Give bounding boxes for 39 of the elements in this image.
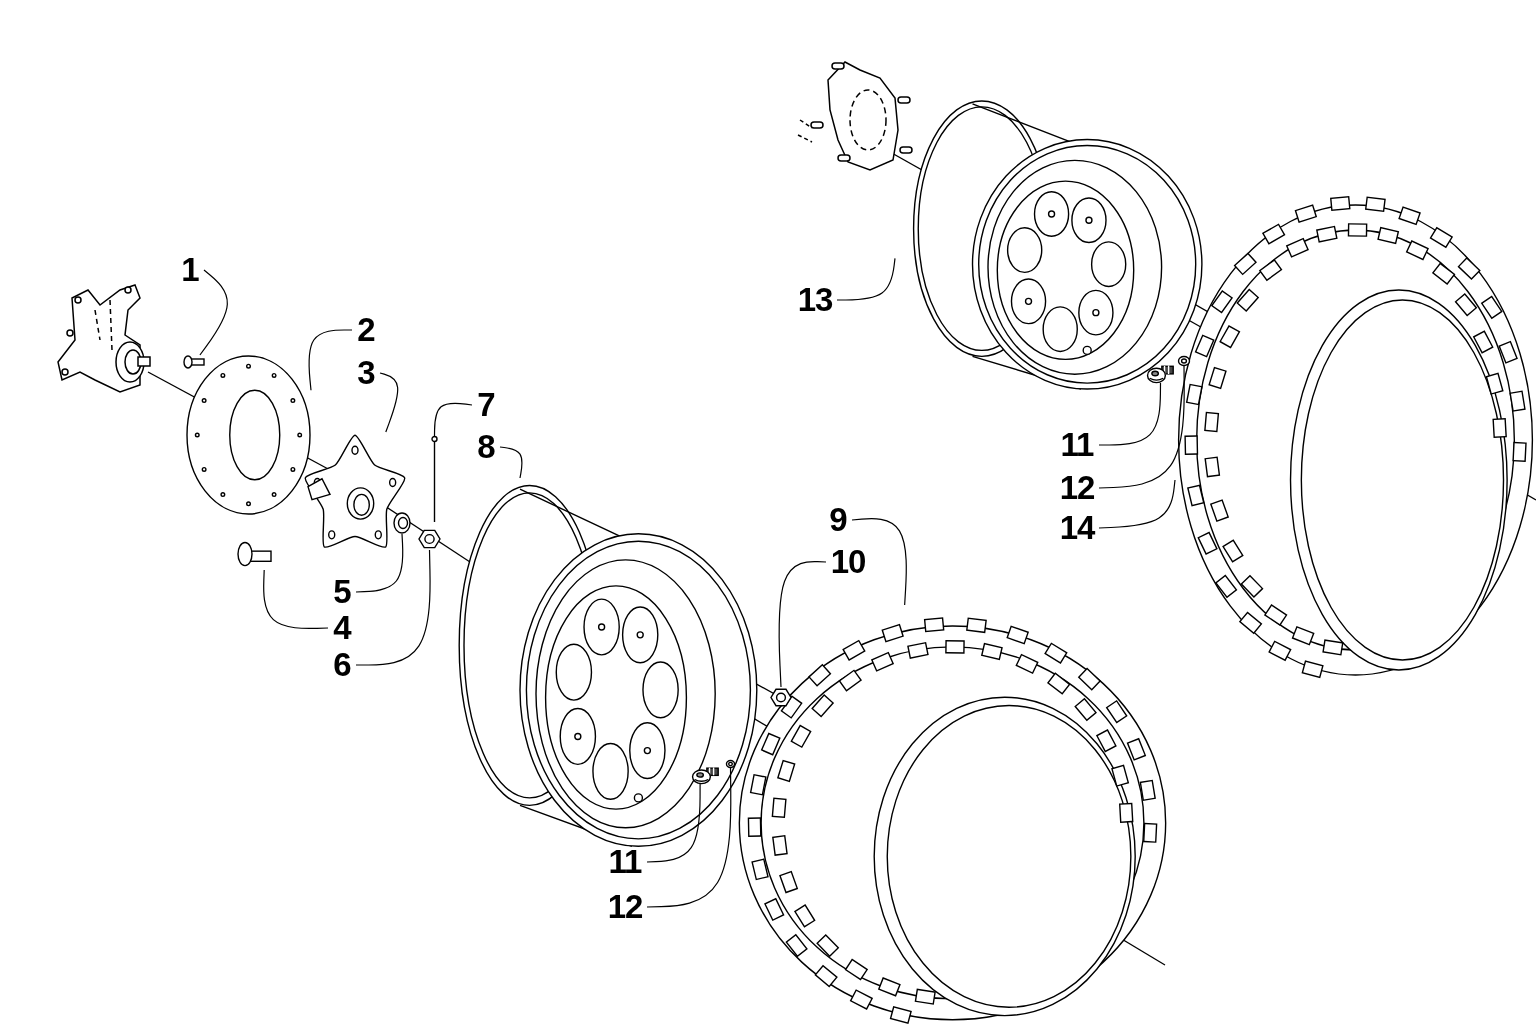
brake-disc-drawing	[186, 355, 311, 515]
callout-number: 11	[603, 842, 647, 882]
lug-nut-drawing	[770, 687, 792, 708]
leader-line	[499, 446, 523, 479]
leader-line	[308, 329, 353, 391]
callout-number: 12	[1055, 468, 1099, 508]
washer-drawing	[393, 512, 411, 534]
leader-line	[1098, 479, 1176, 529]
callout-number: 8	[472, 427, 500, 467]
callout-number: 6	[328, 645, 356, 685]
callout-number: 2	[352, 310, 380, 350]
leader-line	[778, 560, 827, 688]
valve-cap-drawing	[1178, 356, 1190, 366]
valve-stem-drawing	[692, 766, 719, 784]
leader-line	[851, 518, 907, 606]
callout-number: 12	[603, 887, 647, 927]
leader-line	[263, 569, 329, 630]
valve-stem-drawing	[1147, 364, 1174, 383]
leader-line	[646, 783, 701, 863]
leader-line	[1098, 382, 1162, 446]
leader-line	[199, 269, 228, 356]
leader-line	[1098, 365, 1185, 489]
castle-nut-drawing	[418, 528, 441, 550]
leader-line	[836, 257, 896, 301]
callout-number: 1	[176, 250, 204, 290]
leader-line	[355, 549, 431, 666]
callout-number: 3	[352, 353, 380, 393]
callout-number: 10	[826, 542, 870, 582]
callout-number: 7	[472, 385, 500, 425]
leader-line	[433, 402, 473, 437]
leader-line	[355, 533, 404, 593]
callout-number: 9	[824, 500, 852, 540]
cotter-pin-drawing	[431, 436, 438, 522]
bolt-drawing	[183, 355, 205, 369]
callout-number: 14	[1055, 508, 1099, 548]
leader-line	[379, 372, 399, 433]
callout-number: 13	[793, 280, 837, 320]
leader-line	[646, 767, 732, 908]
callout-number: 11	[1055, 425, 1099, 465]
